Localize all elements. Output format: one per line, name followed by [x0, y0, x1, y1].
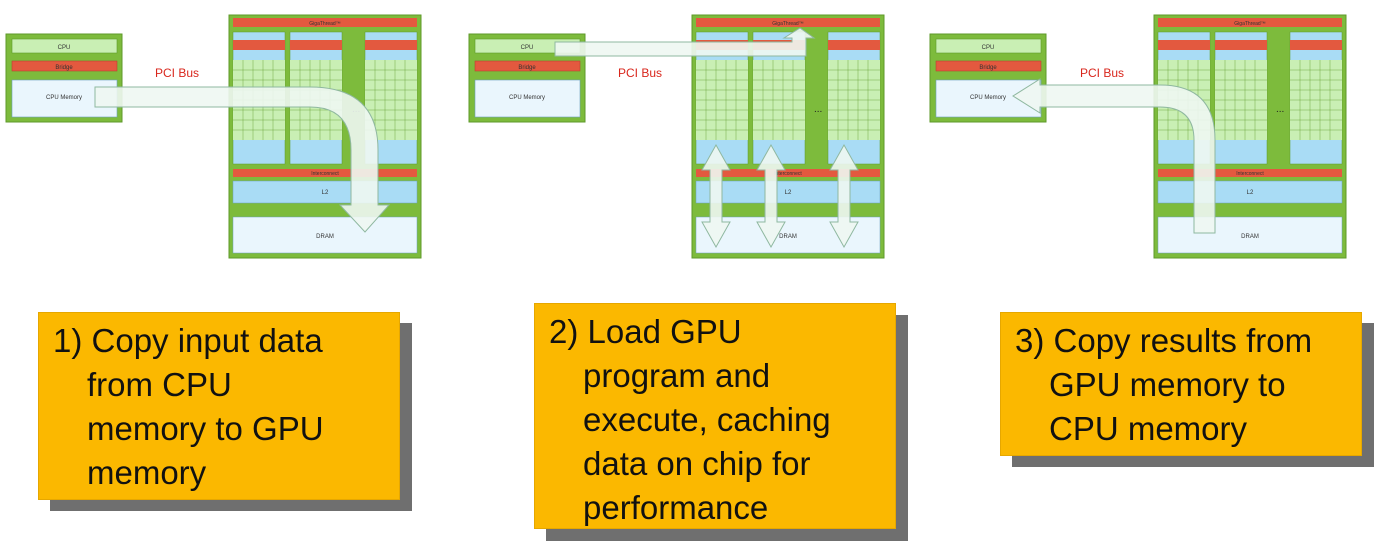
step2-dram-label: DRAM	[779, 234, 797, 240]
step2-caption-line: execute, caching	[583, 401, 831, 438]
step3-bridge-label: Bridge	[979, 65, 997, 71]
step2-cache-arrow-1	[701, 143, 731, 249]
step3-caption: 3) Copy results from GPU memory to CPU m…	[1000, 312, 1362, 456]
step3-gigathread-label: GigaThread™	[1234, 21, 1265, 27]
step2-diagram: CPU Bridge CPU Memory PCI Bus GigaThread…	[468, 14, 885, 259]
step1-pci-bus-label: PCI Bus	[155, 66, 199, 80]
step3-dram-label: DRAM	[1241, 234, 1259, 240]
step1-cpu-label: CPU	[58, 45, 71, 51]
step2-bridge-block	[474, 60, 581, 72]
step2-l2-label: L2	[785, 190, 792, 196]
step2-bridge-label: Bridge	[518, 65, 536, 71]
step1-caption-line: from CPU	[87, 366, 232, 403]
step3-l2-label: L2	[1247, 190, 1254, 196]
step2-host-board: CPU Bridge CPU Memory	[468, 33, 586, 123]
step1-caption-line: memory to GPU	[87, 410, 324, 447]
step2-caption: 2) Load GPU program and execute, caching…	[534, 303, 896, 529]
step1-l2-label: L2	[322, 190, 329, 196]
data-flow-diagram: CPU Bridge CPU Memory PCI Bus GigaThread…	[5, 14, 1347, 259]
step3-diagram: CPU Bridge CPU Memory PCI Bus GigaThread…	[929, 14, 1347, 259]
step3-caption-line: CPU memory	[1049, 410, 1248, 447]
step3-cpu-memory-label: CPU Memory	[970, 95, 1006, 101]
step3-interconnect-label: Interconnect	[1236, 171, 1264, 177]
step1-interconnect-label: Interconnect	[311, 171, 339, 177]
step3-caption-line: GPU memory to	[1049, 366, 1286, 403]
step2-caption-line: program and	[583, 357, 771, 394]
step2-interconnect-label: Interconnect	[774, 171, 802, 177]
step1-cpu-block	[11, 38, 118, 54]
step3-gpu-board: GigaThread™ ...	[1153, 14, 1347, 259]
step3-cpu-block	[935, 38, 1042, 54]
step1-dram-label: DRAM	[316, 234, 334, 240]
step3-pci-bus-label: PCI Bus	[1080, 66, 1124, 80]
step1-caption-line: memory	[87, 454, 207, 491]
step2-cache-arrow-3	[829, 143, 859, 249]
step3-host-board: CPU Bridge CPU Memory	[929, 33, 1047, 123]
step3-caption-line: 3) Copy results from	[1015, 322, 1313, 359]
step3-transfer-arrow	[1012, 78, 1216, 234]
step3-ellipsis: ...	[1276, 104, 1284, 115]
step1-host-board: CPU Bridge CPU Memory	[5, 33, 123, 123]
step1-gpu-board: GigaThread™	[228, 14, 422, 259]
step1-diagram: CPU Bridge CPU Memory PCI Bus GigaThread…	[5, 14, 422, 259]
step2-caption-line: 2) Load GPU	[549, 313, 742, 350]
step2-caption-line: data on chip for	[583, 445, 811, 482]
step2-cpu-label: CPU	[521, 45, 534, 51]
step1-caption: 1) Copy input data from CPU memory to GP…	[38, 312, 400, 500]
step1-bridge-label: Bridge	[55, 65, 73, 71]
step2-gigathread-label: GigaThread™	[772, 21, 803, 27]
step1-transfer-arrow	[94, 86, 391, 233]
step2-cache-arrow-2	[756, 143, 786, 249]
step1-gigathread-label: GigaThread™	[309, 21, 340, 27]
step1-bridge-block	[11, 60, 118, 72]
step2-pci-bus-label: PCI Bus	[618, 66, 662, 80]
step1-caption-line: 1) Copy input data	[53, 322, 323, 359]
step2-cpu-memory-block	[474, 79, 581, 118]
step2-cpu-memory-label: CPU Memory	[509, 95, 545, 101]
step2-program-load-arrow	[554, 27, 816, 57]
step3-bridge-block	[935, 60, 1042, 72]
step1-cpu-memory-label: CPU Memory	[46, 95, 82, 101]
step2-ellipsis: ...	[814, 104, 822, 115]
step3-cpu-label: CPU	[982, 45, 995, 51]
step2-caption-line: performance	[583, 489, 769, 526]
